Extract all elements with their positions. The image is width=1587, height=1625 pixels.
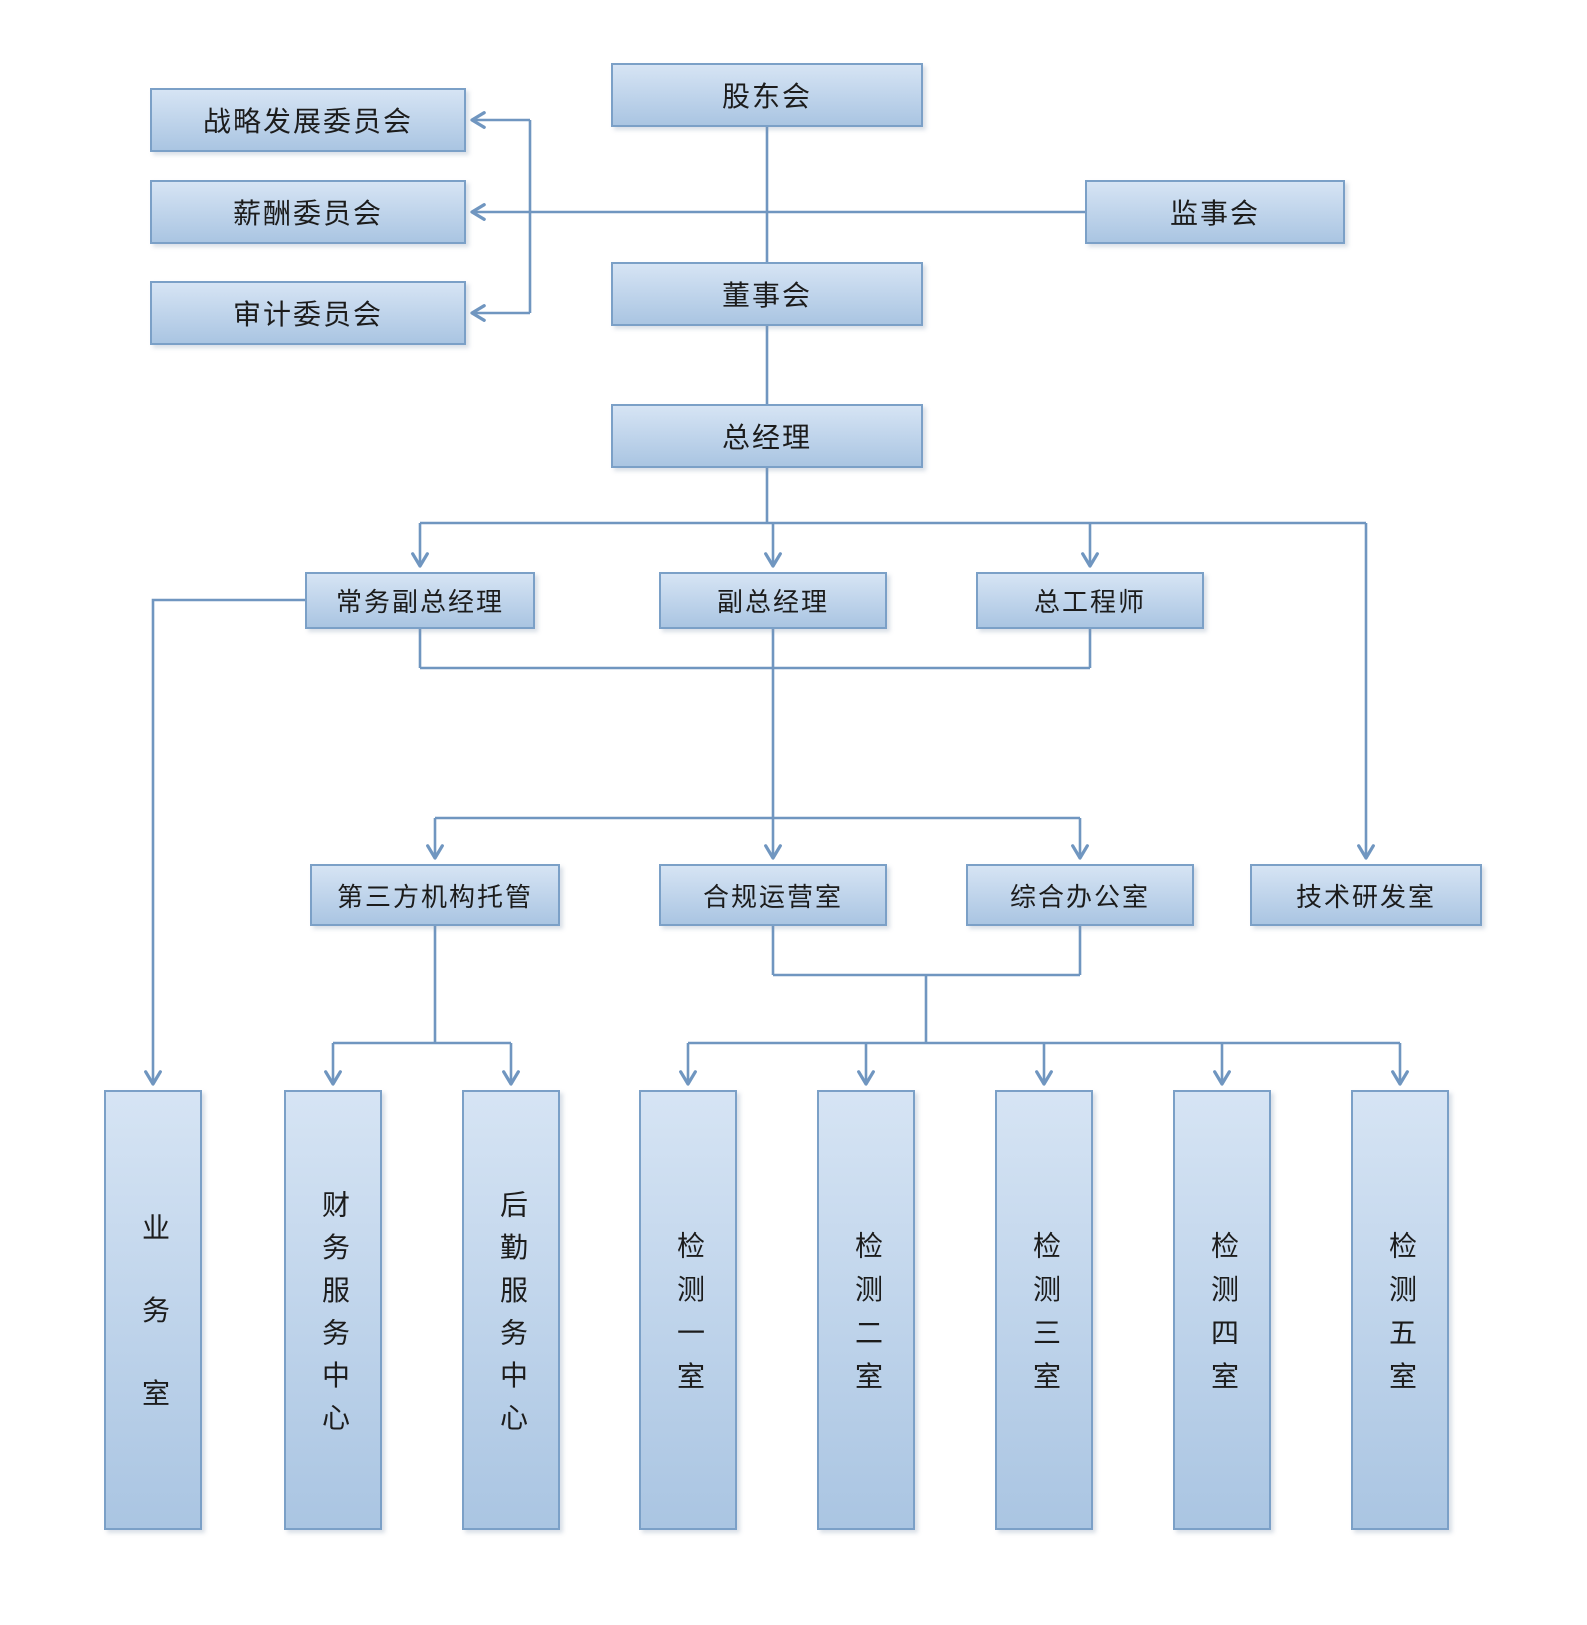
node-testing-room-5: 检测五室: [1351, 1090, 1449, 1530]
node-shareholders: 股东会: [611, 63, 923, 127]
node-deputy-gm-label: 副总经理: [716, 588, 829, 617]
node-logistics-center-label: 后勤服务中心: [496, 1189, 527, 1445]
node-testing-room-3-label: 检测三室: [1029, 1230, 1060, 1405]
node-executive-deputy-gm-label: 常务副总经理: [335, 588, 504, 617]
node-compensation-committee: 薪酬委员会: [150, 180, 466, 244]
node-audit-committee: 审计委员会: [150, 281, 466, 345]
node-testing-room-1: 检测一室: [639, 1090, 737, 1530]
node-strategy-committee-label: 战略发展委员会: [202, 107, 413, 138]
node-testing-room-1-label: 检测一室: [673, 1230, 704, 1405]
node-general-office: 综合办公室: [966, 864, 1194, 926]
node-logistics-center: 后勤服务中心: [462, 1090, 560, 1530]
node-testing-room-4-label: 检测四室: [1207, 1230, 1238, 1405]
node-testing-room-2: 检测二室: [817, 1090, 915, 1530]
node-compensation-committee-label: 薪酬委员会: [232, 199, 383, 230]
node-audit-committee-label: 审计委员会: [232, 300, 383, 331]
node-general-manager-label: 总经理: [721, 423, 812, 454]
node-chief-engineer: 总工程师: [976, 572, 1204, 629]
node-compliance-office: 合规运营室: [659, 864, 887, 926]
node-rnd-office: 技术研发室: [1250, 864, 1482, 926]
node-testing-room-3: 检测三室: [995, 1090, 1093, 1530]
node-general-manager: 总经理: [611, 404, 923, 468]
node-supervisory-board: 监事会: [1085, 180, 1345, 244]
node-board-of-directors: 董事会: [611, 262, 923, 326]
node-general-office-label: 综合办公室: [1009, 882, 1150, 912]
node-finance-center: 财务服务中心: [284, 1090, 382, 1530]
node-business-office-label: 业务室: [138, 1213, 169, 1462]
node-board-of-directors-label: 董事会: [721, 281, 812, 312]
node-executive-deputy-gm: 常务副总经理: [305, 572, 535, 629]
edge-arrow-business: [144, 598, 305, 1086]
node-testing-room-4: 检测四室: [1173, 1090, 1271, 1530]
node-finance-center-label: 财务服务中心: [318, 1189, 349, 1445]
node-third-party-custody-label: 第三方机构托管: [336, 882, 533, 912]
node-business-office: 业务室: [104, 1090, 202, 1530]
node-testing-room-5-label: 检测五室: [1385, 1230, 1416, 1405]
node-compliance-office-label: 合规运营室: [702, 882, 843, 912]
node-strategy-committee: 战略发展委员会: [150, 88, 466, 152]
node-supervisory-board-label: 监事会: [1169, 199, 1260, 230]
node-chief-engineer-label: 总工程师: [1033, 588, 1146, 617]
node-rnd-office-label: 技术研发室: [1295, 882, 1436, 912]
node-deputy-gm: 副总经理: [659, 572, 887, 629]
node-testing-room-2-label: 检测二室: [851, 1230, 882, 1405]
node-shareholders-label: 股东会: [721, 82, 812, 113]
node-third-party-custody: 第三方机构托管: [310, 864, 560, 926]
